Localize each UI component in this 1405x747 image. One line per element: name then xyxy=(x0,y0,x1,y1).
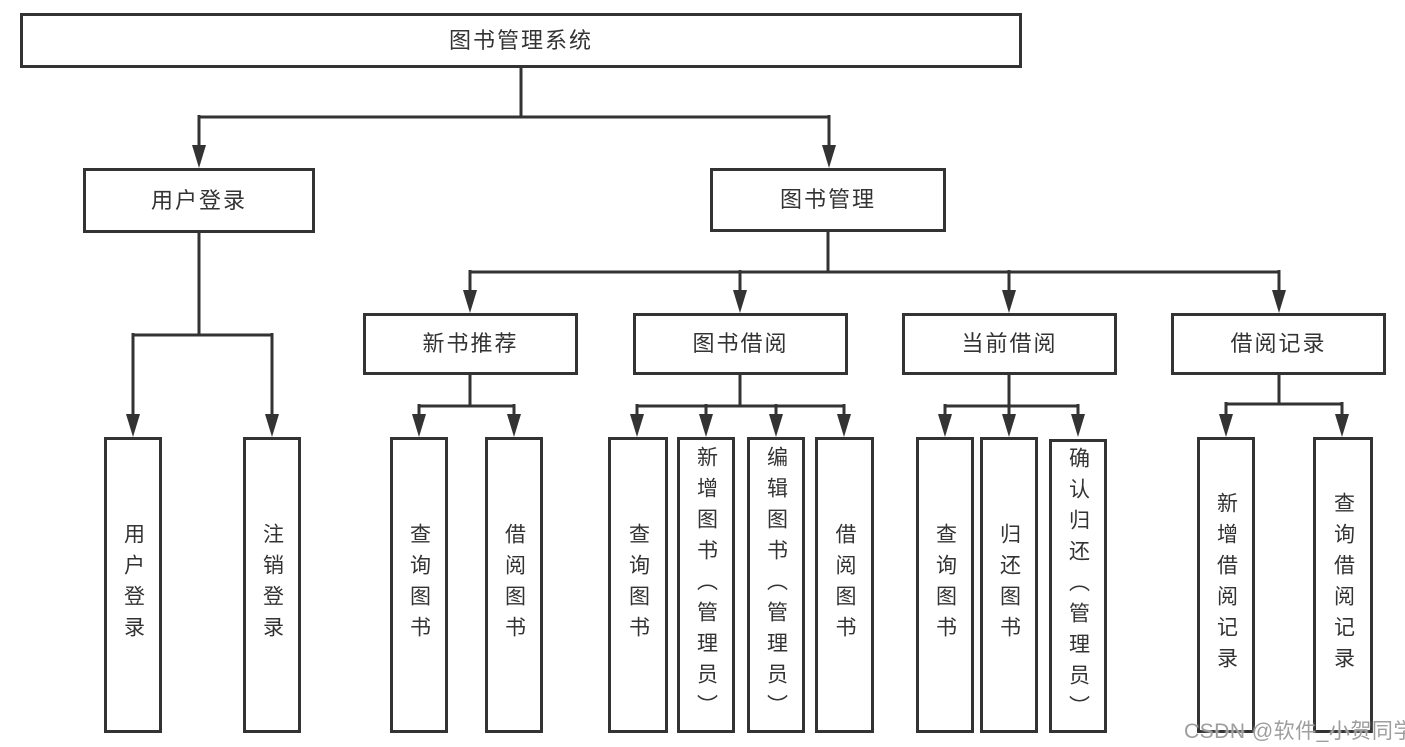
leaf-query-borrow-record: 查询借阅记录 xyxy=(1313,437,1373,733)
leaf-borrow-books-recommend: 借阅图书 xyxy=(485,437,543,733)
leaf-query-books-current: 查询图书 xyxy=(916,437,974,733)
leaf-logout: 注销登录 xyxy=(243,437,301,733)
node-user-login: 用户登录 xyxy=(83,168,315,233)
watermark: CSDN @软件_小贺同学 xyxy=(1184,720,1405,743)
node-current-borrow: 当前借阅 xyxy=(902,313,1117,375)
node-book-borrow: 图书借阅 xyxy=(633,313,848,375)
node-new-book-recommend: 新书推荐 xyxy=(363,313,578,375)
leaf-borrow-books: 借阅图书 xyxy=(815,437,874,733)
node-book-management: 图书管理 xyxy=(710,168,946,232)
node-borrow-records: 借阅记录 xyxy=(1171,313,1386,375)
leaf-user-login: 用户登录 xyxy=(104,437,162,733)
leaf-confirm-return-admin: 确认归还（管理员） xyxy=(1049,439,1107,733)
arrowheads xyxy=(126,145,1349,437)
leaf-return-books: 归还图书 xyxy=(980,437,1038,733)
node-library-management-system: 图书管理系统 xyxy=(20,13,1022,68)
leaf-edit-books-admin: 编辑图书（管理员） xyxy=(747,437,805,733)
leaf-add-borrow-record: 新增借阅记录 xyxy=(1197,437,1255,733)
leaf-query-books-borrow: 查询图书 xyxy=(608,437,668,733)
leaf-add-books-admin: 新增图书（管理员） xyxy=(677,437,735,733)
leaf-query-books-recommend: 查询图书 xyxy=(390,437,448,733)
